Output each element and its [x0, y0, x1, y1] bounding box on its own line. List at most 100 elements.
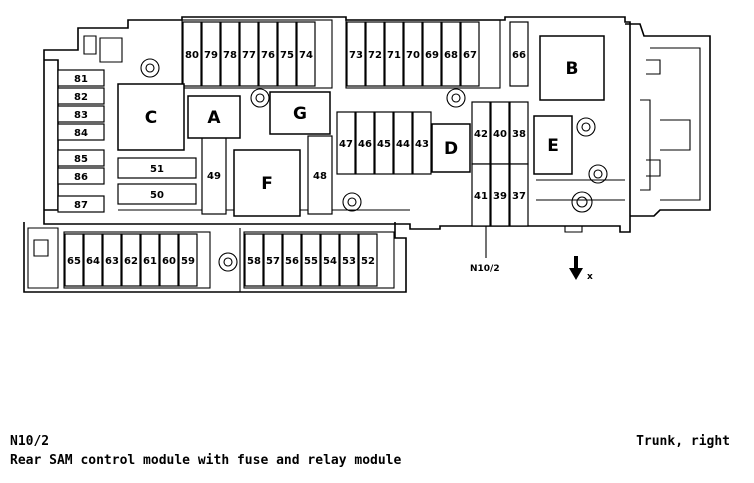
fuse-85: 85: [57, 149, 105, 167]
relay-a: A: [187, 95, 241, 139]
fuse-label: 58: [247, 256, 261, 267]
fuse-label: 40: [493, 129, 507, 140]
relay-label: E: [547, 136, 559, 156]
fuse-81: 81: [57, 69, 105, 87]
fuse-80: 80: [182, 21, 202, 87]
housing-outline: [43, 16, 631, 233]
fuse-49: 49: [201, 135, 227, 215]
fuse-label: 42: [474, 129, 488, 140]
fuse-label: 43: [415, 139, 429, 150]
fuse-50: 50: [117, 183, 197, 205]
fuse-62: 62: [121, 233, 141, 287]
fuse-label: 53: [342, 256, 356, 267]
direction-label: x: [587, 272, 593, 282]
fuse-label: 46: [358, 139, 372, 150]
fuse-label: 87: [74, 200, 88, 211]
fuse-73: 73: [346, 21, 366, 87]
fuse-67: 67: [460, 21, 480, 87]
fuse-61: 61: [140, 233, 160, 287]
fuse-70: 70: [403, 21, 423, 87]
relay-label: C: [145, 108, 157, 128]
screw-posts: [140, 58, 608, 272]
fuse-71: 71: [384, 21, 404, 87]
caption-location: Trunk, right: [636, 434, 730, 449]
fuse-87: 87: [57, 195, 105, 213]
fuse-51: 51: [117, 157, 197, 179]
fuse-86: 86: [57, 167, 105, 185]
relay-label: D: [444, 139, 458, 159]
fuse-label: 49: [207, 171, 221, 182]
fuse-78: 78: [220, 21, 240, 87]
relay-e: E: [533, 115, 573, 175]
lower-housing: [23, 222, 407, 293]
fuse-label: 38: [512, 129, 526, 140]
fuse-label: 41: [474, 191, 488, 202]
fuse-label: 86: [74, 172, 88, 183]
fuse-label: 50: [150, 190, 164, 201]
fuse-84: 84: [57, 123, 105, 141]
fuse-label: 75: [280, 50, 294, 61]
fuse-label: 59: [181, 256, 195, 267]
fuse-label: 54: [323, 256, 337, 267]
fuse-label: 82: [74, 92, 88, 103]
fuse-48: 48: [307, 135, 333, 215]
fuse-40: 40: [490, 101, 510, 165]
fuse-52: 52: [358, 233, 378, 287]
fuse-63: 63: [102, 233, 122, 287]
fuse-label: 76: [261, 50, 275, 61]
fuse-label: 68: [444, 50, 458, 61]
fuse-label: 74: [299, 50, 313, 61]
connector-housing: [625, 23, 711, 217]
fuse-label: 52: [361, 256, 375, 267]
fuse-label: 66: [512, 50, 526, 61]
fuse-44: 44: [393, 111, 413, 175]
fuse-55: 55: [301, 233, 321, 287]
fuse-65: 65: [64, 233, 84, 287]
fuse-label: 83: [74, 110, 88, 121]
fuse-53: 53: [339, 233, 359, 287]
relay-d: D: [431, 123, 471, 173]
fuse-label: 44: [396, 139, 410, 150]
fuse-46: 46: [355, 111, 375, 175]
pointer-label: N10/2: [470, 264, 500, 274]
fuse-label: 67: [463, 50, 477, 61]
fuse-label: 79: [204, 50, 218, 61]
fuse-label: 45: [377, 139, 391, 150]
fuse-label: 62: [124, 256, 138, 267]
fuse-label: 51: [150, 164, 164, 175]
fuse-82: 82: [57, 87, 105, 105]
fuse-label: 47: [339, 139, 353, 150]
fuse-66: 66: [509, 21, 529, 87]
fuse-label: 65: [67, 256, 81, 267]
fuse-label: 37: [512, 191, 526, 202]
fuse-69: 69: [422, 21, 442, 87]
relay-label: A: [207, 108, 221, 128]
relay-g: G: [269, 91, 331, 135]
fuse-label: 48: [313, 171, 327, 182]
fuse-label: 60: [162, 256, 176, 267]
fuse-79: 79: [201, 21, 221, 87]
relay-f: F: [233, 149, 301, 217]
left-strip: [44, 59, 59, 211]
fuse-label: 81: [74, 74, 88, 85]
fuse-label: 84: [74, 128, 88, 139]
fuse-45: 45: [374, 111, 394, 175]
fuse-label: 64: [86, 256, 100, 267]
caption-description: Rear SAM control module with fuse and re…: [10, 453, 402, 468]
fuse-39: 39: [490, 163, 510, 227]
caption-code: N10/2: [10, 434, 50, 449]
fuse-76: 76: [258, 21, 278, 87]
fuse-label: 77: [242, 50, 256, 61]
fuse-label: 55: [304, 256, 318, 267]
fuse-label: 61: [143, 256, 157, 267]
fuse-42: 42: [471, 101, 491, 165]
fuse-59: 59: [178, 233, 198, 287]
fuse-37: 37: [509, 163, 529, 227]
fuse-64: 64: [83, 233, 103, 287]
fuse-label: 63: [105, 256, 119, 267]
fuse-label: 57: [266, 256, 280, 267]
fuse-label: 80: [185, 50, 199, 61]
fuse-label: 78: [223, 50, 237, 61]
